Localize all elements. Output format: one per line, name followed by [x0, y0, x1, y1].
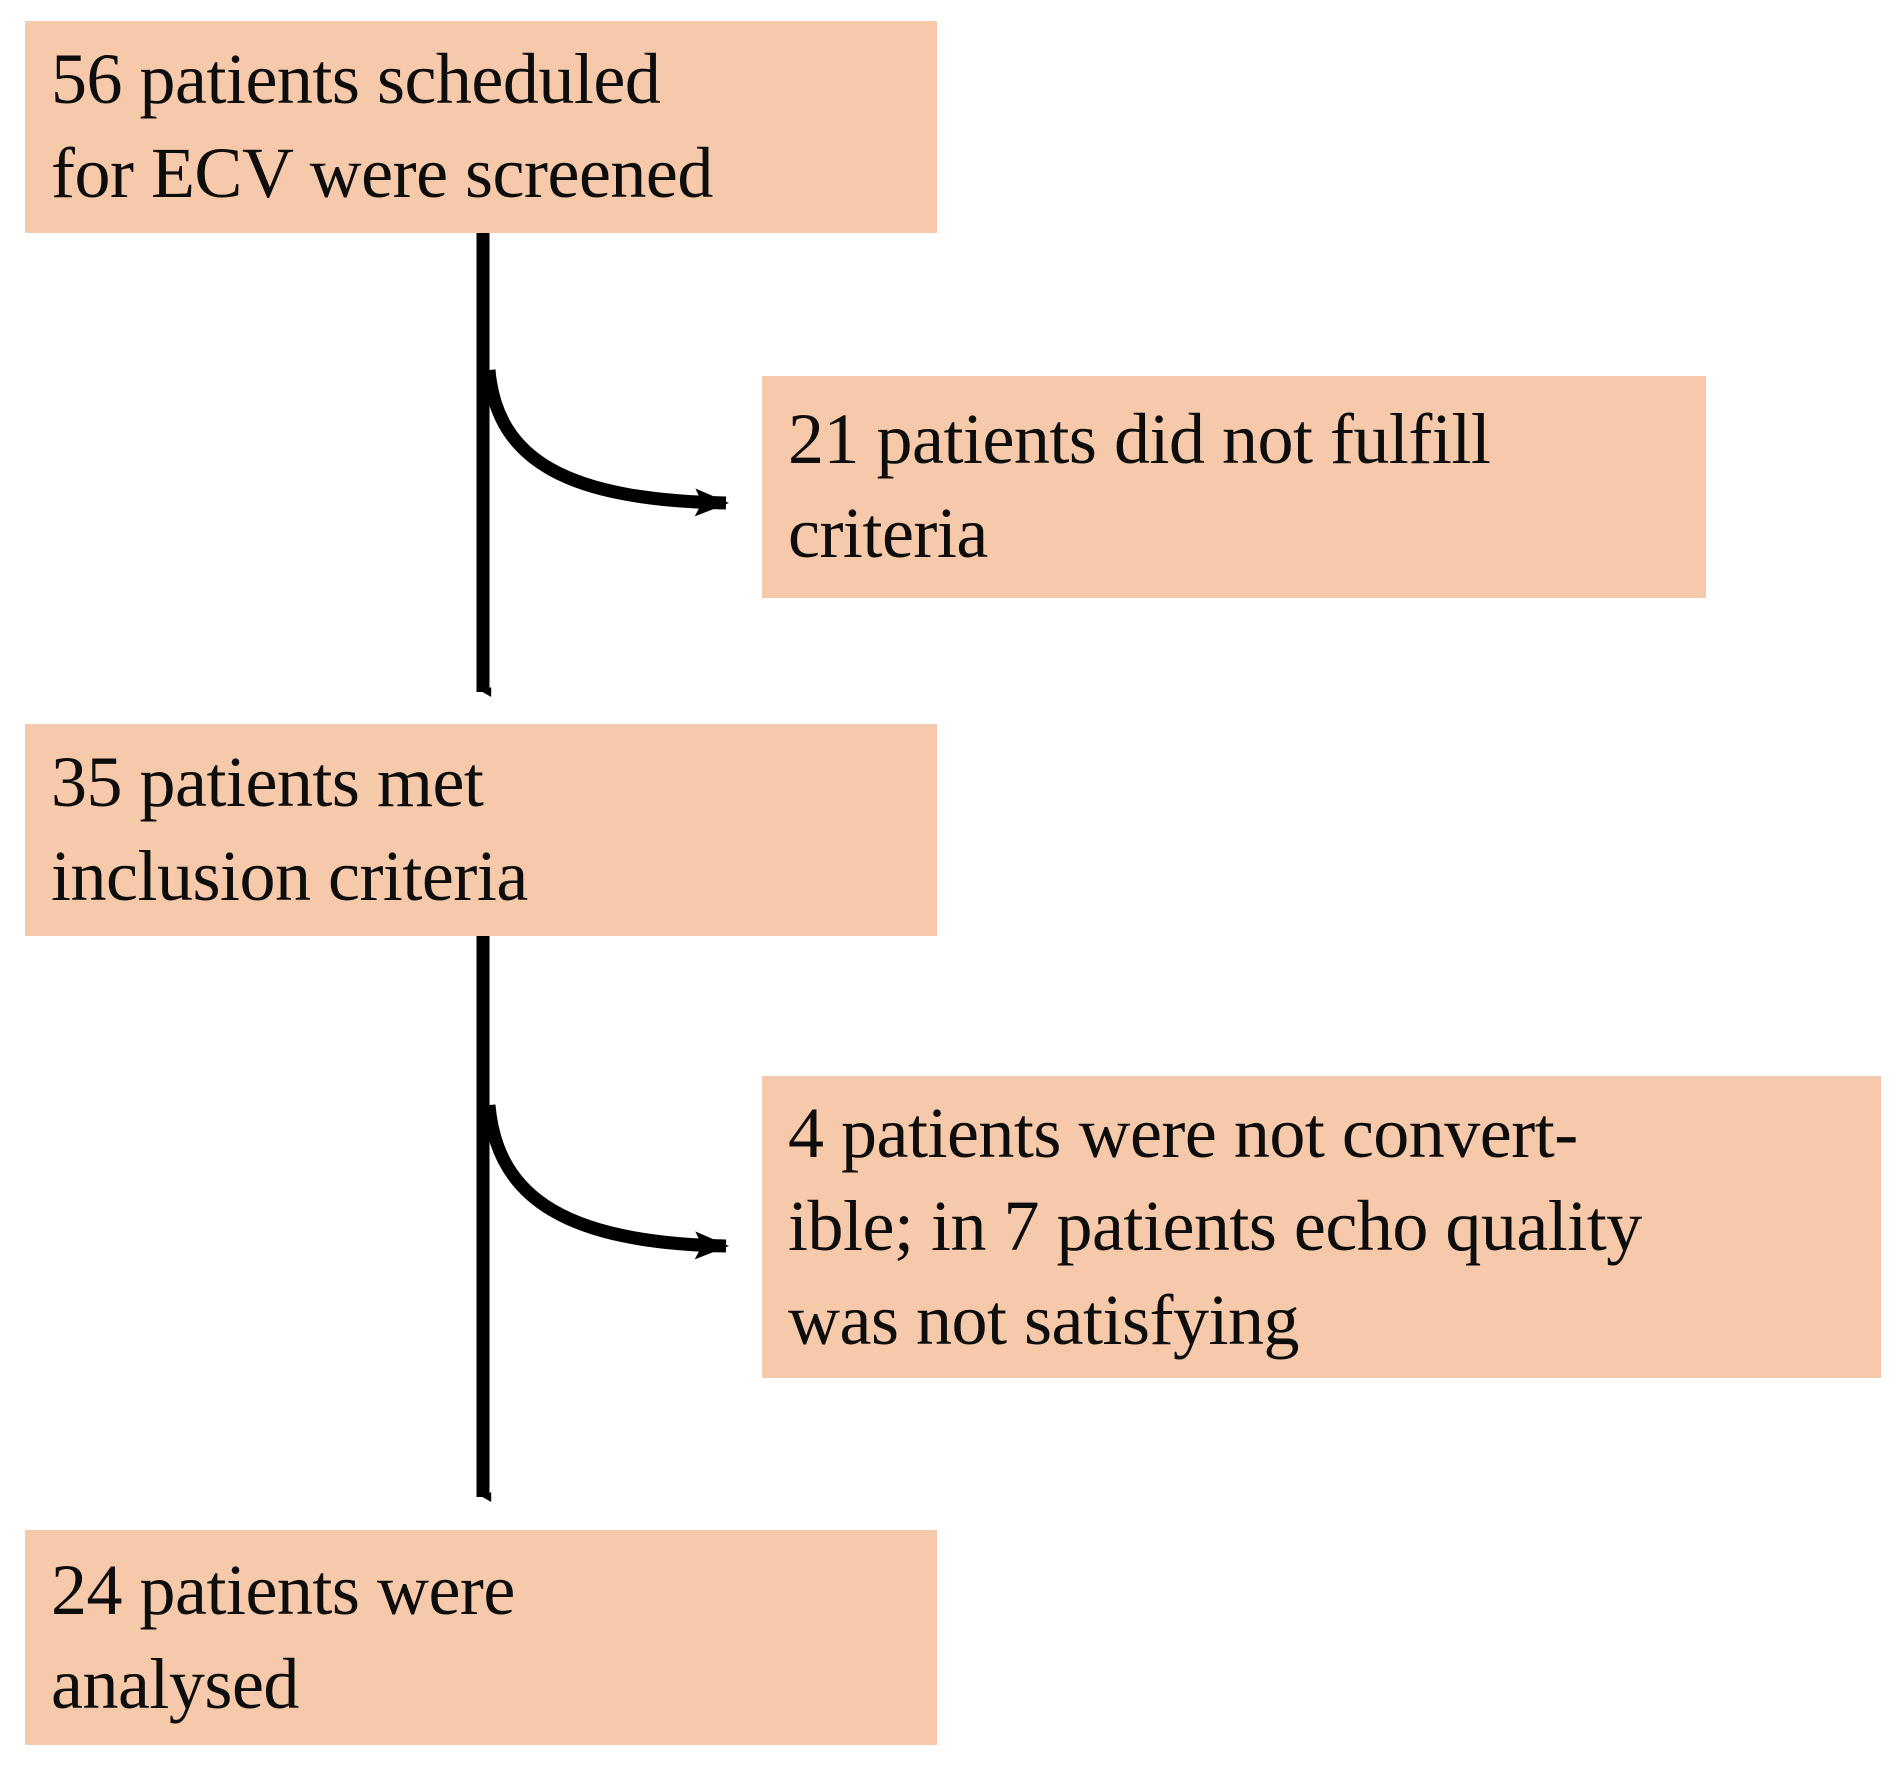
analysed-box: 24 patients were analysed	[25, 1530, 937, 1745]
analysed-box-text: 24 patients were analysed	[51, 1549, 515, 1724]
excluded-technical-box-text: 4 patients were not convert- ible; in 7 …	[788, 1092, 1642, 1360]
screened-box: 56 patients scheduled for ECV were scree…	[25, 21, 937, 233]
included-box: 35 patients met inclusion criteria	[25, 724, 937, 936]
connector-included-to-excluded-2	[482, 1104, 729, 1260]
screened-box-text: 56 patients scheduled for ECV were scree…	[51, 39, 713, 213]
included-box-text: 35 patients met inclusion criteria	[51, 742, 528, 916]
excluded-technical-box: 4 patients were not convert- ible; in 7 …	[762, 1076, 1881, 1378]
excluded-criteria-box: 21 patients did not fulfill criteria	[762, 376, 1706, 598]
excluded-criteria-box-text: 21 patients did not fulfill criteria	[788, 399, 1491, 573]
connector-screened-to-excluded-1	[482, 369, 729, 517]
